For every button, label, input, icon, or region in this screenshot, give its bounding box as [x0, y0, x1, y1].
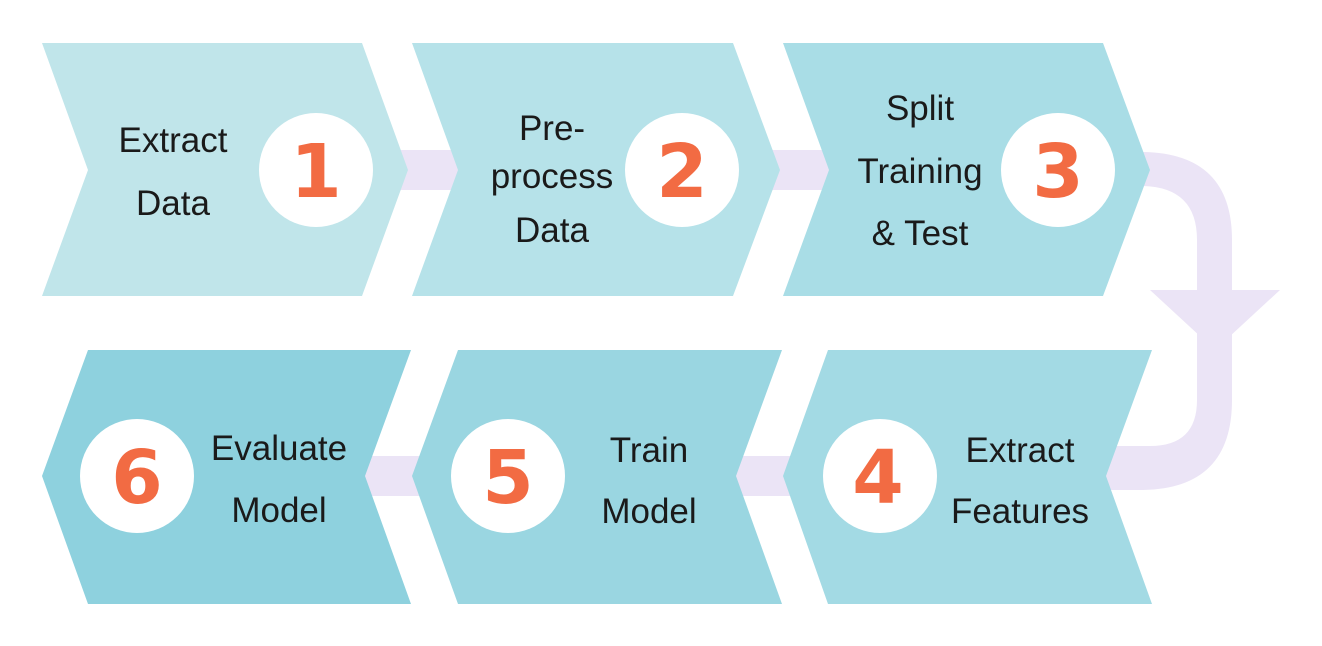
- step-6-label-line-2: Model: [231, 491, 326, 530]
- step-5-label-line-2: Model: [601, 492, 696, 531]
- step-4-chevron: [783, 350, 1152, 604]
- step-4: 4 Extract Features: [783, 350, 1152, 604]
- step-2-number: 2: [656, 129, 708, 215]
- step-2-number-circle: [625, 113, 739, 227]
- step-6-number: 6: [111, 435, 163, 521]
- step-5-number: 5: [482, 435, 534, 521]
- step-4-number-circle: [823, 419, 937, 533]
- step-4-label-line-2: Features: [951, 492, 1089, 531]
- step-2-label-line-3: Data: [515, 211, 589, 250]
- step-1-number-circle: [259, 113, 373, 227]
- step-5-chevron: [412, 350, 782, 604]
- step-2-label-line-2: process: [491, 157, 614, 196]
- step-3-number: 3: [1032, 129, 1084, 215]
- step-6-label-line-1: Evaluate: [211, 429, 347, 468]
- step-1-label-line-1: Extract: [119, 121, 228, 160]
- step-3-label-line-3: & Test: [872, 214, 969, 253]
- step-5-number-circle: [451, 419, 565, 533]
- step-2-label-line-1: Pre-: [519, 109, 585, 148]
- step-1: Extract Data 1: [42, 43, 408, 296]
- step-3-label-line-1: Split: [886, 89, 954, 128]
- step-2: Pre- process Data 2: [412, 43, 780, 296]
- step-4-label-line-1: Extract: [966, 431, 1075, 470]
- connector-loop-3-4: [1105, 152, 1232, 490]
- step-2-chevron: [412, 43, 780, 296]
- step-6: 6 Evaluate Model: [42, 350, 411, 604]
- step-4-number: 4: [852, 435, 904, 521]
- step-3: Split Training & Test 3: [783, 43, 1150, 296]
- step-5-label-line-1: Train: [610, 431, 688, 470]
- step-6-chevron: [42, 350, 411, 604]
- step-3-label-line-2: Training: [857, 152, 982, 191]
- step-1-label-line-2: Data: [136, 184, 210, 223]
- step-6-number-circle: [80, 419, 194, 533]
- step-5: 5 Train Model: [412, 350, 782, 604]
- step-1-number: 1: [290, 129, 342, 215]
- step-3-number-circle: [1001, 113, 1115, 227]
- step-1-chevron: [42, 43, 408, 296]
- step-3-chevron: [783, 43, 1150, 296]
- arrow-down-icon: [1150, 290, 1280, 350]
